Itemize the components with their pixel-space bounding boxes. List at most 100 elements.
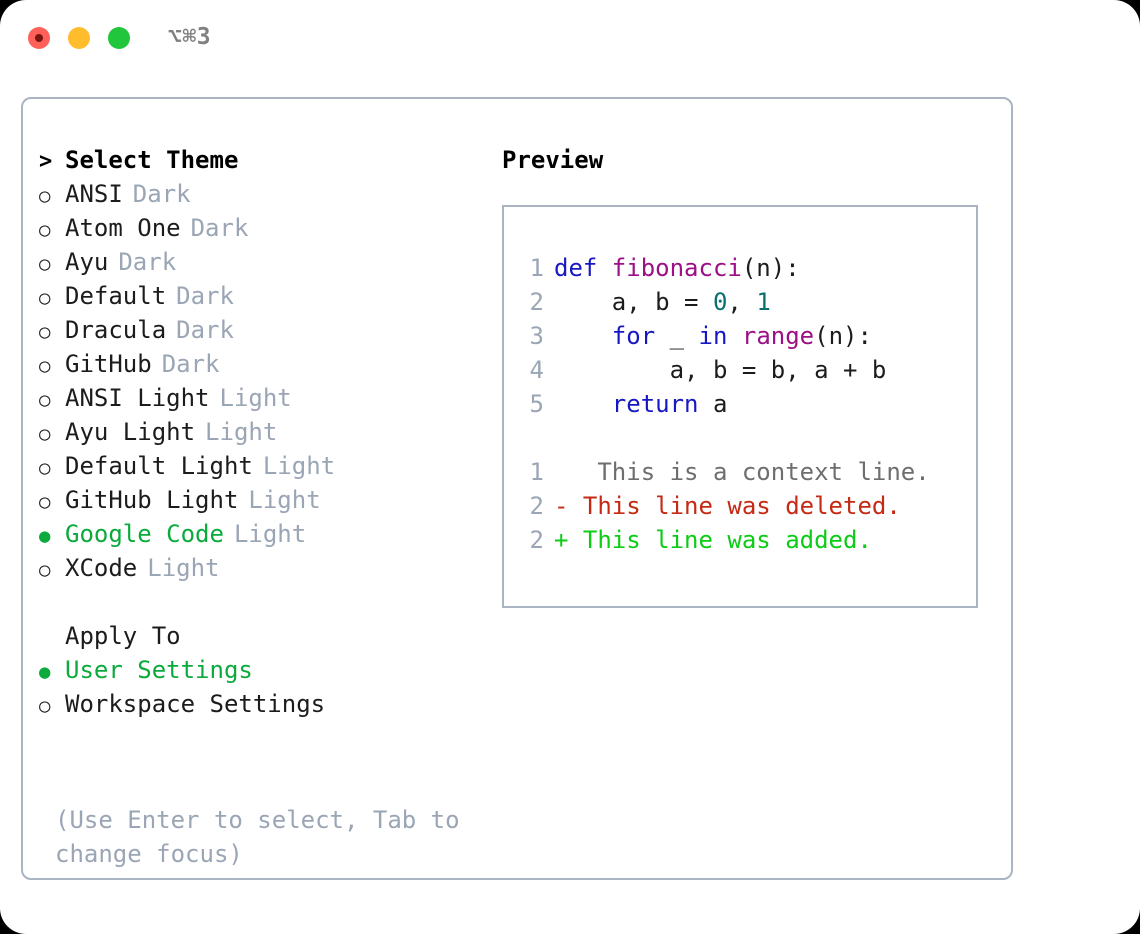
diff-text: This line was deleted. [568,492,901,520]
code-token [554,322,612,350]
diff-separator [514,421,970,455]
list-item-label: ANSI Light [65,384,210,412]
diff-line-deleted: 2 - This line was deleted. [514,489,970,523]
close-window-button[interactable] [28,27,50,49]
code-token: a, b = [554,288,713,316]
list-item-label: ANSI [65,180,123,208]
code-token [554,390,612,418]
line-number: 5 [529,390,544,418]
radio-unselected-icon: ○ [39,491,51,513]
code-text: for _ in range(n): [554,319,872,353]
list-item[interactable]: ○ Ayu Light Light [39,415,487,449]
list-item[interactable]: ○ GitHub Light Light [39,483,487,517]
window-title: ⌥⌘3 [168,24,212,50]
code-token: , [727,288,757,316]
code-token: range [741,322,815,350]
code-token: return [611,390,699,418]
list-item[interactable]: ○ ANSI Dark [39,177,487,211]
list-item-selected[interactable]: ● Google Code Light [39,517,487,551]
list-item-label: GitHub Light [65,486,239,514]
code-token: 1 [756,288,771,316]
list-item-label: GitHub [65,350,152,378]
list-item-suffix: Light [219,384,292,412]
list-item[interactable]: ○ XCode Light [39,551,487,585]
list-item-suffix: Light [248,486,321,514]
code-line: 5 return a [514,387,970,421]
list-item[interactable]: ○ ANSI Light Light [39,381,487,415]
line-number: 3 [529,322,544,350]
list-item-suffix: Dark [161,350,220,378]
theme-list-column: > Select Theme ○ ANSI Dark ○ Atom One Da… [39,143,487,868]
diff-sign [554,455,568,489]
preview-column: Preview 1 def fibonacci(n): 2 a, b = 0, … [502,143,1002,608]
code-token: fibonacci [611,254,742,282]
code-line: 3 for _ in range(n): [514,319,970,353]
code-text: def fibonacci(n): [554,251,800,285]
list-item-label: Default [65,282,167,310]
radio-selected-icon: ● [39,525,51,547]
code-token: (n): [814,322,872,350]
list-item[interactable]: ○ Ayu Dark [39,245,487,279]
line-number: 2 [529,492,544,520]
list-item-label: Google Code [65,520,224,548]
radio-unselected-icon: ○ [39,287,51,309]
radio-selected-icon: ● [39,661,51,683]
code-token [727,322,741,350]
radio-unselected-icon: ○ [39,321,51,343]
list-item-suffix: Light [233,520,307,548]
title-bar: ⌥⌘3 [0,0,1140,76]
apply-to-item-label: User Settings [65,656,253,684]
maximize-window-button[interactable] [108,27,130,49]
minimize-window-button[interactable] [68,27,90,49]
list-item-label: Default Light [65,452,253,480]
code-token: 0 [712,288,728,316]
list-item-suffix: Light [205,418,278,446]
radio-unselected-icon: ○ [39,355,51,377]
line-number: 2 [529,288,544,316]
list-item[interactable]: ○ GitHub Dark [39,347,487,381]
caret-icon: > [39,149,53,174]
radio-unselected-icon: ○ [39,185,51,207]
list-item-label: Ayu Light [65,418,196,446]
code-token: a, b = b, a + b [554,356,887,384]
code-token: for [611,322,656,350]
line-number: 1 [529,254,544,282]
preview-title: Preview [502,146,604,174]
list-item-suffix: Dark [118,248,177,276]
theme-list-header-label: Select Theme [65,146,239,174]
apply-to-item-user-settings[interactable]: ● User Settings [39,653,487,687]
diff-sign: + [554,526,569,554]
apply-to-item-workspace-settings[interactable]: ○ Workspace Settings [39,687,487,721]
radio-unselected-icon: ○ [39,219,51,241]
code-token: a [698,390,728,418]
code-token: _ [655,322,699,350]
list-item-suffix: Dark [132,180,191,208]
diff-sign: - [554,492,569,520]
keyboard-hint-text: (Use Enter to select, Tab to change focu… [55,806,460,868]
radio-unselected-icon: ○ [39,389,51,411]
diff-text: This is a context line. [568,458,930,486]
line-number: 2 [529,526,544,554]
list-item[interactable]: ○ Dracula Dark [39,313,487,347]
preview-box: 1 def fibonacci(n): 2 a, b = 0, 1 3 for … [502,205,978,608]
list-item-suffix: Light [262,452,336,480]
theme-list-header: > Select Theme [39,143,487,177]
code-token: in [698,322,728,350]
apply-to-header: Apply To [39,619,487,653]
list-item-suffix: Dark [176,316,234,344]
list-item[interactable]: ○ Default Dark [39,279,487,313]
list-item[interactable]: ○ Default Light Light [39,449,487,483]
code-line: 4 a, b = b, a + b [514,353,970,387]
blank-marker-icon [39,621,65,655]
diff-text: This line was added. [568,526,872,554]
code-token: def [554,254,612,282]
window-controls [28,27,130,49]
diff-line-context: 1 This is a context line. [514,455,970,489]
radio-unselected-icon: ○ [39,423,51,445]
code-line: 2 a, b = 0, 1 [514,285,970,319]
list-item[interactable]: ○ Atom One Dark [39,211,487,245]
code-text: a, b = b, a + b [554,353,887,387]
code-text: a, b = 0, 1 [554,285,771,319]
list-item-suffix: Dark [190,214,249,242]
list-item-label: Atom One [65,214,181,242]
